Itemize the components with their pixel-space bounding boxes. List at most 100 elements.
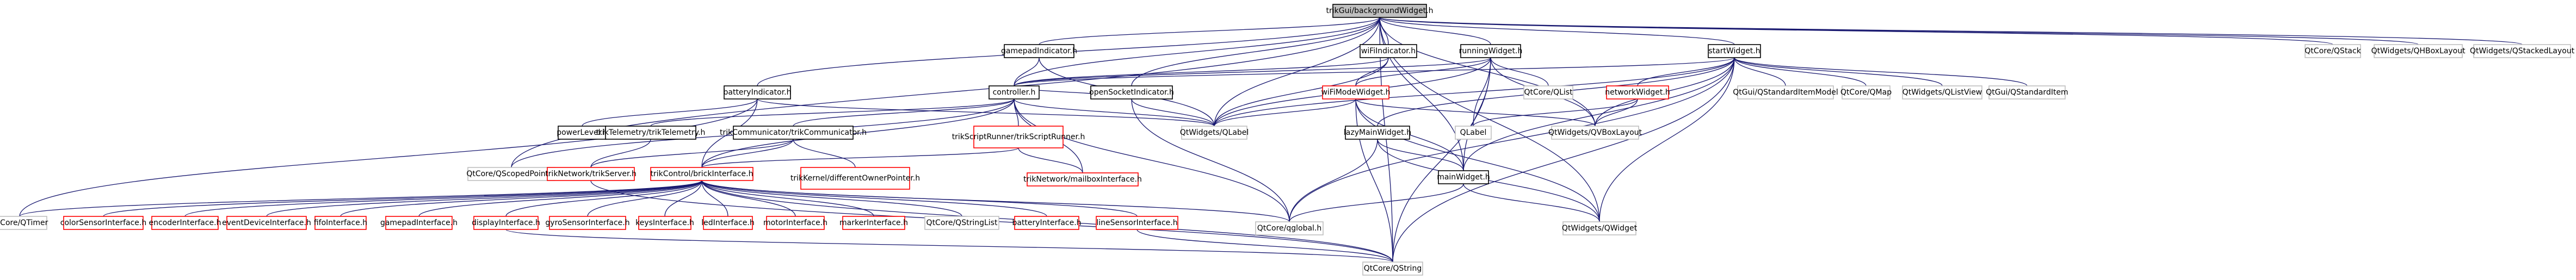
node-box — [1523, 85, 1573, 99]
node-label: markerInterface.h — [839, 219, 908, 227]
node-batteryindicator-h[interactable]: batteryIndicator.h — [723, 85, 792, 99]
node-gamepadinterface-h[interactable]: gamepadInterface.h — [380, 216, 458, 230]
edge-startwidget-to-controller — [1014, 57, 1735, 86]
node-triktelemetry-triktelemetry-h[interactable]: trikTelemetry/trikTelemetry.h — [596, 126, 706, 140]
edge-startwidget-to-qtwidgetsqlabel — [1214, 57, 1735, 127]
node-triknetwork-mailboxinterface-h[interactable]: trikNetwork/mailboxInterface.h — [1023, 172, 1142, 186]
node-label: trikScriptRunner/trikScriptRunner.h — [952, 133, 1085, 141]
node-box — [2305, 44, 2361, 58]
edge-trikcontrolbrickinterface-to-qtcoreqstringlist — [701, 180, 962, 217]
node-linesensorinterface-h[interactable]: lineSensorInterface.h — [1096, 216, 1178, 230]
node-label: gyroSensorInterface.h — [545, 219, 629, 227]
node-eventdeviceinterface-h[interactable]: eventDeviceInterface.h — [222, 216, 311, 230]
node-label: motorInterface.h — [763, 219, 827, 227]
edge-networkwidget-to-qtwidgetsqvboxlayout — [1595, 98, 1638, 127]
edge-batteryindicator-to-trikcontrolbrickinterface — [701, 98, 758, 168]
edge-startwidget-to-qtguiqstandarditem — [1734, 57, 2028, 86]
edge-trikcontrolbrickinterface-to-qtcoreqtglobal — [701, 180, 1290, 222]
node-qtcore-qmap[interactable]: QtCore/QMap — [1840, 85, 1892, 99]
node-qtcore-qstringlist[interactable]: QtCore/QStringList — [924, 216, 999, 230]
edge-startwidget-to-qtcoreqmap — [1734, 57, 1867, 86]
node-qtwidgets-qvboxlayout[interactable]: QtWidgets/QVBoxLayout — [1548, 126, 1642, 140]
node-qtcore-qscopedpointer[interactable]: QtCore/QScopedPointer — [466, 167, 557, 181]
node-box — [1345, 126, 1410, 140]
node-markerinterface-h[interactable]: markerInterface.h — [839, 216, 908, 230]
edge-gamepadindicator-to-controller — [1014, 57, 1040, 86]
node-qtwidgets-qlabel[interactable]: QtWidgets/QLabel — [1180, 126, 1249, 140]
node-qlabel[interactable]: QLabel — [1455, 126, 1492, 140]
edge-root-to-qtcoreqscopedpointer — [511, 17, 1380, 168]
node-label: QtCore/QStack — [2305, 47, 2361, 55]
node-label: QtWidgets/QStackedLayout — [2470, 47, 2575, 55]
node-runningwidget-h[interactable]: runningWidget.h — [1459, 44, 1523, 58]
node-networkwidget-h[interactable]: networkWidget.h — [1605, 85, 1670, 99]
node-gyrosensorinterface-h[interactable]: gyroSensorInterface.h — [545, 216, 630, 230]
node-opensocketindicator-h[interactable]: openSocketIndicator.h — [1089, 85, 1174, 99]
node-ledinterface-h[interactable]: ledInterface.h — [701, 216, 755, 230]
edge-mainwidget-to-qtcoreqtglobal — [1289, 183, 1464, 222]
node-label: controller.h — [993, 88, 1036, 97]
node-trikcommunicator-trikcommunicator-h[interactable]: trikCommunicator/trikCommunicator.h — [720, 126, 867, 140]
edge-runningwidget-to-qlabel — [1473, 57, 1491, 127]
node-label: keysInterface.h — [635, 219, 694, 227]
node-encoderinterface-h[interactable]: encoderInterface.h — [149, 216, 221, 230]
node-box — [2473, 44, 2571, 58]
node-batteryinterface-h[interactable]: batteryInterface.h — [1012, 216, 1082, 230]
node-trikkernel-differentownerpointer-h[interactable]: trikKernel/differentOwnerPointer.h — [790, 167, 920, 190]
node-triknetwork-trikserver-h[interactable]: trikNetwork/trikServer.h — [545, 167, 637, 181]
node-box — [1551, 126, 1639, 140]
node-qtwidgets-qstackedlayout[interactable]: QtWidgets/QStackedLayout — [2470, 44, 2575, 58]
edge-trikcommunicator-to-trikkerneldifferentownerpointer — [793, 139, 856, 168]
node-controller-h[interactable]: controller.h — [989, 85, 1040, 99]
node-qtgui-qstandarditem[interactable]: QtGui/QStandardItem — [1986, 85, 2068, 99]
node-label: QtWidgets/QLabel — [1180, 128, 1249, 137]
node-label: trikKernel/differentOwnerPointer.h — [790, 174, 920, 183]
node-box — [151, 216, 219, 230]
node-displayinterface-h[interactable]: displayInterface.h — [472, 216, 540, 230]
node-wifiindicator-h[interactable]: wiFiIndicator.h — [1360, 44, 1417, 58]
edge-trikcontrolbrickinterface-to-colorsensorinterface — [103, 180, 702, 217]
edge-trikcontrolbrickinterface-to-gamepadinterface — [418, 180, 702, 217]
node-qtwidgets-qlistview[interactable]: QtWidgets/QListView — [1902, 85, 1982, 99]
node-qtwidgets-qwidget[interactable]: QtWidgets/QWidget — [1562, 221, 1638, 235]
node-box — [1027, 172, 1139, 186]
node-label: colorSensorInterface.h — [60, 219, 146, 227]
edge-networkwidget-to-qlabel — [1473, 98, 1638, 127]
node-startwidget-h[interactable]: startWidget.h — [1708, 44, 1761, 58]
node-keysinterface-h[interactable]: keysInterface.h — [635, 216, 694, 230]
edge-runningwidget-to-controller — [1014, 57, 1491, 86]
node-gamepadindicator-h[interactable]: gamepadIndicator.h — [1001, 44, 1077, 58]
node-trikscriptrunner-trikscriptrunner-h[interactable]: trikScriptRunner/trikScriptRunner.h — [952, 126, 1085, 148]
node-qtcore-qtimer[interactable]: QtCore/QTimer — [0, 216, 48, 230]
edge-layer — [19, 17, 2523, 263]
node-box — [924, 216, 999, 230]
node-motorinterface-h[interactable]: motorInterface.h — [763, 216, 827, 230]
node-box — [467, 167, 555, 181]
node-qtcore-qglobal-h[interactable]: QtCore/qglobal.h — [1255, 221, 1324, 235]
node-qtwidgets-qhboxlayout[interactable]: QtWidgets/QHBoxLayout — [2371, 44, 2466, 58]
node-qtgui-qstandarditemmodel[interactable]: QtGui/QStandardItemModel — [1733, 85, 1838, 99]
node-label: QtWidgets/QVBoxLayout — [1548, 128, 1642, 137]
node-qtcore-qlist[interactable]: QtCore/QList — [1523, 85, 1573, 99]
node-colorsensorinterface-h[interactable]: colorSensorInterface.h — [60, 216, 146, 230]
node-trikgui-backgroundwidget-h[interactable]: trikGui/backgroundWidget.h — [1326, 4, 1434, 18]
node-powerlevel-h[interactable]: powerLevel.h — [557, 126, 608, 140]
edge-controller-to-qtcoreqtglobal — [1014, 98, 1290, 222]
edge-trikcontrolbrickinterface-to-batteryinterface — [701, 180, 1047, 217]
node-trikcontrol-brickinterface-h[interactable]: trikControl/brickInterface.h — [650, 167, 753, 181]
node-lazymainwidget-h[interactable]: lazyMainWidget.h — [1344, 126, 1411, 140]
edge-controller-to-triktelemetry — [650, 98, 1015, 127]
node-label: trikNetwork/trikServer.h — [545, 170, 637, 178]
edge-runningwidget-to-qtcoreqlist — [1490, 57, 1549, 86]
node-qtcore-qstring[interactable]: QtCore/QString — [1362, 262, 1423, 276]
edge-runningwidget-to-qtcoreqstring — [1392, 57, 1491, 263]
node-mainwidget-h[interactable]: mainWidget.h — [1437, 170, 1490, 184]
node-label: QtCore/QTimer — [0, 219, 48, 227]
node-qtcore-qstack[interactable]: QtCore/QStack — [2305, 44, 2362, 58]
node-box — [547, 167, 635, 181]
node-wifimodewidget-h[interactable]: wiFiModeWidget.h — [1321, 85, 1391, 99]
edge-trikcontrolbrickinterface-to-ledinterface — [701, 180, 728, 217]
edge-trikcontrolbrickinterface-to-qtcoreqtimer — [19, 180, 702, 217]
node-label: trikCommunicator/trikCommunicator.h — [720, 128, 867, 137]
node-fifointerface-h[interactable]: fifoInterface.h — [314, 216, 367, 230]
